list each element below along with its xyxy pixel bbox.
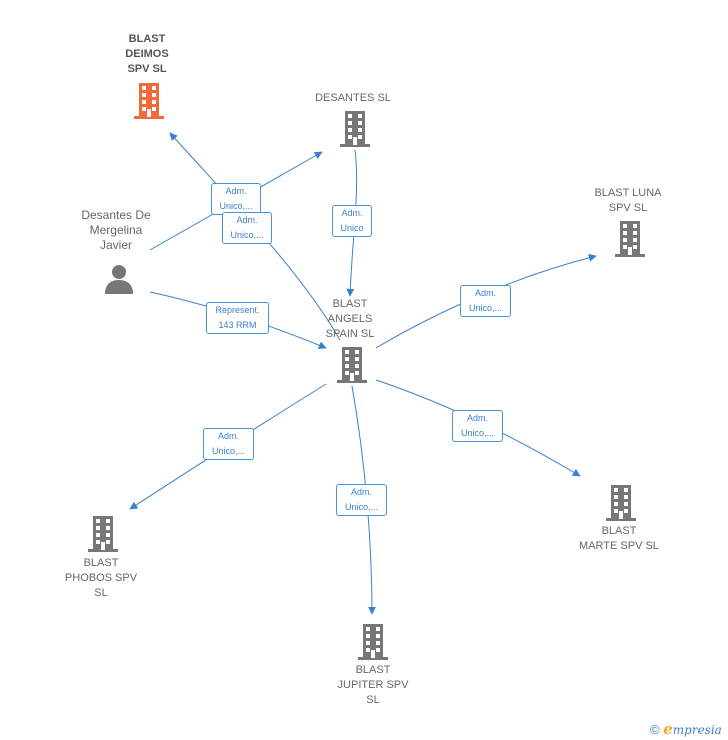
desantes-label-line-1: DESANTES SL (315, 92, 391, 104)
node-label-marte: BLAST MARTE SPV SL (569, 524, 669, 554)
building-icon[interactable] (87, 516, 119, 552)
person-label-line-3: Javier (99, 238, 132, 252)
edge-label-line: Unico,... (468, 303, 502, 313)
edge-label-angels-jupiter[interactable]: Adm. Unico,... (336, 484, 387, 516)
edge-label-line: Adm. (236, 215, 258, 225)
brand-logo: empresia (663, 720, 722, 738)
building-icon[interactable] (133, 83, 165, 119)
edge-label-line: Adm. (350, 487, 372, 497)
brand-initial: e (663, 720, 673, 738)
marte-label-line-2: MARTE SPV SL (579, 540, 659, 552)
edge-label-line: Unico,... (230, 230, 264, 240)
phobos-label-line-2: PHOBOS SPV (64, 572, 138, 584)
node-label-deimos: BLAST DEIMOS SPV SL (112, 32, 182, 77)
edge-label-angels-deimos[interactable]: Adm. Unico,... (222, 212, 272, 244)
footer-brand: © empresia (650, 720, 722, 738)
luna-label-line-1: BLAST LUNA (594, 187, 662, 199)
angels-label-line-2: ANGELS (327, 313, 373, 325)
angels-label-line-3: SPAIN SL (325, 328, 375, 340)
deimos-label-line-2: DEIMOS (125, 48, 169, 60)
building-icon[interactable] (357, 624, 389, 660)
edge-label-line: Unico,... (219, 201, 253, 211)
edge-label-line: Represent. (215, 305, 260, 315)
edge-label-angels-luna[interactable]: Adm. Unico,... (460, 285, 511, 317)
node-label-angels: BLAST ANGELS SPAIN SL (310, 297, 390, 342)
jupiter-label-line-3: SL (366, 694, 380, 706)
jupiter-label-line-1: BLAST (355, 664, 391, 676)
node-label-luna: BLAST LUNA SPV SL (583, 186, 673, 216)
edge-label-line: Unico,... (460, 428, 494, 438)
person-label-line-1: Desantes De (81, 208, 151, 222)
building-icon[interactable] (614, 221, 646, 257)
edge-label-desantes-angels[interactable]: Adm. Unico (332, 205, 372, 237)
edge-label-line: Unico,... (211, 446, 245, 456)
edge-label-line: Adm. (225, 186, 247, 196)
phobos-label-line-1: BLAST (83, 557, 119, 569)
marte-label-line-1: BLAST (601, 525, 637, 537)
angels-label-line-1: BLAST (332, 298, 368, 310)
brand-name: mpresia (672, 723, 722, 737)
deimos-label-line-1: BLAST (128, 33, 166, 45)
node-label-jupiter: BLAST JUPITER SPV SL (328, 663, 418, 708)
edge-label-angels-phobos[interactable]: Adm. Unico,... (203, 428, 254, 460)
person-label-line-2: Mergelina (89, 223, 143, 237)
edge-label-line: Adm. (341, 208, 363, 218)
building-icon[interactable] (605, 485, 637, 521)
node-label-phobos: BLAST PHOBOS SPV SL (56, 556, 146, 601)
edge-label-line: 143 RRM (218, 320, 257, 330)
luna-label-line-2: SPV SL (608, 202, 648, 214)
building-icon[interactable] (339, 111, 371, 147)
edge-label-line: Adm. (217, 431, 239, 441)
edge-label-line: Unico (340, 223, 364, 233)
edge-label-line: Unico,... (344, 502, 378, 512)
building-icon[interactable] (336, 347, 368, 383)
edge-label-line: Adm. (466, 413, 488, 423)
node-label-desantes-sl: DESANTES SL (303, 91, 403, 106)
node-label-person: Desantes De Mergelina Javier (71, 208, 161, 253)
edge-label-person-desantes[interactable]: Adm. Unico,... (211, 183, 261, 215)
edge-label-line: Adm. (474, 288, 496, 298)
phobos-label-line-3: SL (94, 587, 108, 599)
edge-label-person-angels[interactable]: Represent. 143 RRM (206, 302, 269, 334)
deimos-label-line-3: SPV SL (127, 63, 167, 75)
jupiter-label-line-2: JUPITER SPV (337, 679, 409, 691)
copyright-symbol: © (650, 722, 660, 737)
edge-label-angels-marte[interactable]: Adm. Unico,... (452, 410, 503, 442)
person-icon[interactable] (104, 264, 134, 294)
